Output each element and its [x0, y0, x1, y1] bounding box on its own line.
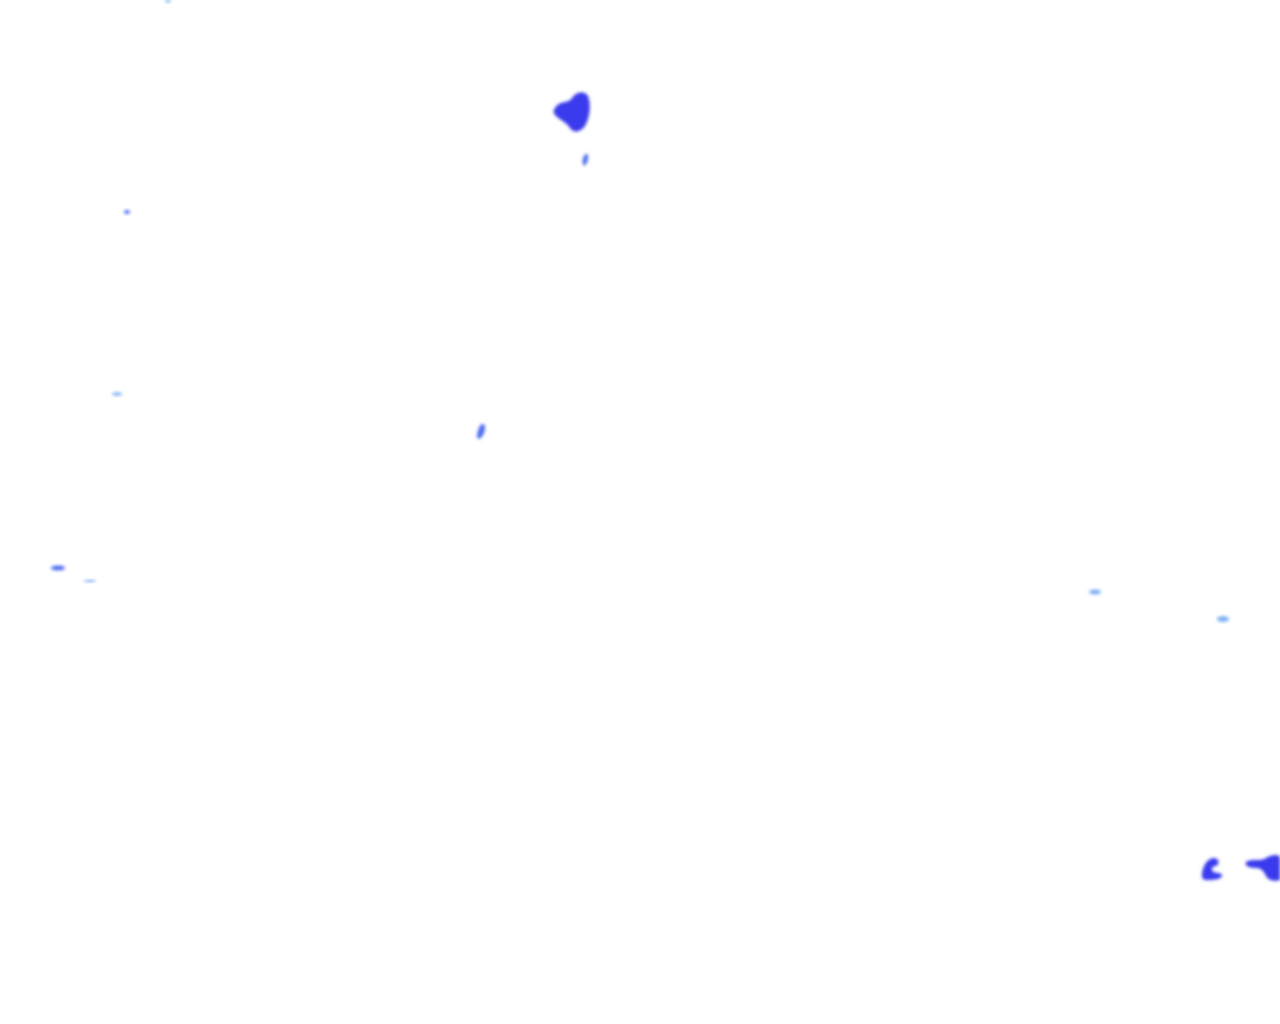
splotch-bottom-right-hook: [1202, 858, 1222, 880]
speck-left-upper: [124, 210, 130, 214]
speck-top-left: [165, 0, 171, 3]
speck-right-middle-b: [1217, 616, 1229, 622]
splotch-top-center: [553, 92, 590, 132]
speck-left-lower-dash: [84, 579, 96, 583]
splotch-top-center-drip: [582, 153, 589, 166]
splotch-bottom-right-edge: [1245, 855, 1280, 881]
speck-left-lower: [51, 565, 65, 571]
speck-center-left: [477, 423, 486, 439]
speck-right-middle-a: [1089, 589, 1101, 595]
speck-left-middle: [112, 392, 122, 396]
